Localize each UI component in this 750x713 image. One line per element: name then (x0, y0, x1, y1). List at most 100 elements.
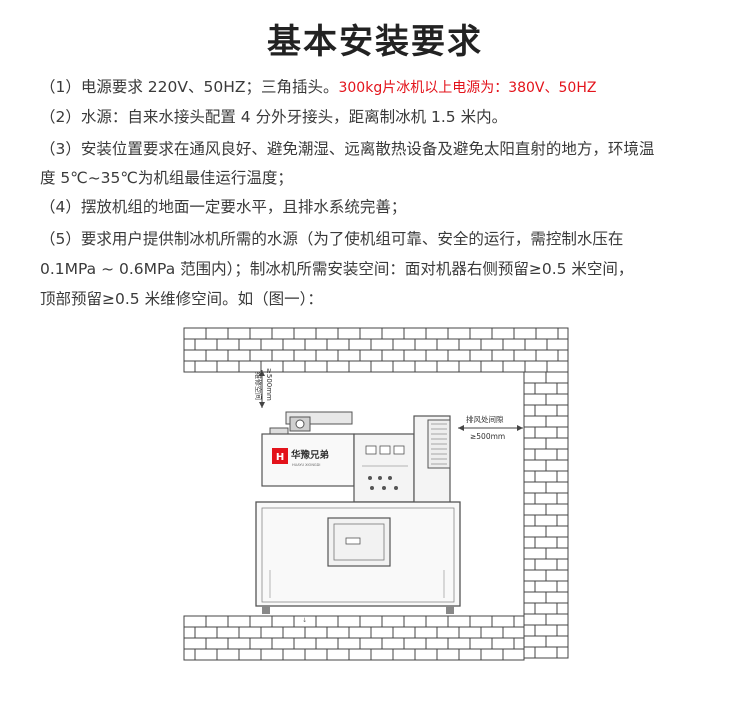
button-4 (370, 486, 374, 490)
wall-top-brick (546, 360, 569, 373)
wall-right-brick (523, 536, 536, 549)
wall-bottom-brick (414, 648, 438, 661)
wall-right-brick (523, 415, 547, 428)
wall-right-brick (556, 470, 569, 483)
wall-bottom-brick (194, 648, 218, 661)
control-panel (353, 433, 415, 503)
wall-right-brick (534, 470, 558, 483)
wall-top-brick (480, 360, 504, 373)
wall-bottom-brick (458, 626, 482, 639)
wall-right-brick (523, 448, 536, 461)
wall-top-brick (337, 327, 361, 340)
wall-right-brick (523, 426, 536, 439)
side-clearance-marker: 排风处间隙 ≥500mm (458, 414, 523, 441)
wall-top-brick (458, 360, 482, 373)
wall-right-brick (534, 624, 558, 637)
wall-bottom-brick (447, 615, 471, 628)
wall-bottom-brick (337, 637, 361, 650)
wall-right-brick (545, 525, 569, 538)
wall-bottom-brick (282, 626, 306, 639)
wall-top-brick (557, 349, 569, 362)
wall-top-brick (425, 327, 449, 340)
wall-bottom-brick (436, 648, 460, 661)
wall-right-brick (523, 602, 536, 615)
wall-top-brick (293, 327, 317, 340)
wall-top-brick (480, 338, 504, 351)
door-handle (345, 537, 361, 545)
wall-right-brick (545, 591, 569, 604)
wall-bottom-brick (260, 626, 284, 639)
wall-right-brick (534, 558, 558, 571)
wall-bottom-brick (315, 615, 339, 628)
wall-bottom-brick (304, 626, 328, 639)
wall-top-brick (359, 349, 383, 362)
wall-bottom-brick (370, 648, 394, 661)
brick-wall-bottom (183, 615, 525, 661)
wall-right-brick (556, 580, 569, 593)
wall-top-brick (370, 338, 394, 351)
wall-right-brick (545, 371, 569, 384)
wall-right-brick (523, 646, 536, 659)
wall-top-brick (557, 327, 569, 340)
wall-top-brick (381, 327, 405, 340)
wall-bottom-brick (238, 626, 262, 639)
wall-right-brick (556, 404, 569, 417)
wall-right-brick (556, 624, 569, 637)
wall-top-brick (469, 349, 493, 362)
wall-right-brick (545, 415, 569, 428)
wall-right-brick (523, 481, 547, 494)
requirement-3-line-2: 度 5℃~35℃为机组最佳运行温度； (40, 169, 293, 187)
wall-bottom-brick (513, 637, 525, 650)
foot-right (446, 606, 454, 614)
brand-logo-glyph: H (276, 452, 284, 463)
wall-top-brick (491, 349, 515, 362)
wall-bottom-brick (227, 637, 251, 650)
button-5 (382, 486, 386, 490)
wall-bottom-brick (348, 626, 372, 639)
wall-bottom-brick (194, 626, 218, 639)
wall-top-brick (524, 360, 548, 373)
wall-bottom-brick (381, 637, 405, 650)
wall-top-brick (513, 327, 537, 340)
wall-top-brick (271, 327, 295, 340)
wall-right-brick (523, 525, 547, 538)
wall-top-brick (381, 349, 405, 362)
brand-logo-icon (272, 448, 288, 464)
wall-top-brick (337, 349, 361, 362)
wall-bottom-brick (392, 626, 416, 639)
wall-bottom-brick (425, 637, 449, 650)
wall-right-brick (523, 382, 536, 395)
wall-top-brick (315, 349, 339, 362)
wall-bottom-brick (491, 637, 515, 650)
wall-bottom-brick (205, 637, 229, 650)
wall-top-brick (260, 338, 284, 351)
wall-right-brick (545, 437, 569, 450)
wall-top-brick (282, 338, 306, 351)
wall-bottom-brick (183, 648, 196, 661)
wall-bottom-brick (513, 615, 525, 628)
drain-mark: ↓ (302, 617, 307, 624)
wall-right-brick (534, 580, 558, 593)
wall-right-brick (556, 426, 569, 439)
requirement-1-highlight: 300kg片冰机以上电源为：380V、50HZ (338, 80, 597, 96)
wall-bottom-brick (271, 637, 295, 650)
wall-bottom-brick (458, 648, 482, 661)
wall-right-brick (534, 646, 558, 659)
wall-top-brick (403, 327, 427, 340)
wall-top-brick (535, 349, 559, 362)
wall-bottom-brick (271, 615, 295, 628)
wall-right-brick (523, 437, 547, 450)
top-clearance-label: 维修空间 (254, 372, 263, 400)
wall-top-brick (326, 338, 350, 351)
wall-right-brick (523, 569, 547, 582)
side-clearance-label: 排风处间隙 (466, 414, 504, 424)
requirement-1-text: （1）电源要求 220V、50HZ；三角插头。 (40, 78, 339, 96)
wall-right-brick (534, 492, 558, 505)
wall-top-brick (436, 360, 460, 373)
top-clearance-dimension: ≥500mm (265, 368, 273, 401)
requirement-5-line-1: （5）要求用户提供制冰机所需的水源（为了使机组可靠、安全的运行，需控制水压在 (40, 230, 624, 248)
wall-right-brick (556, 646, 569, 659)
wall-bottom-brick (480, 648, 504, 661)
wall-right-brick (523, 470, 536, 483)
wall-right-brick (545, 481, 569, 494)
